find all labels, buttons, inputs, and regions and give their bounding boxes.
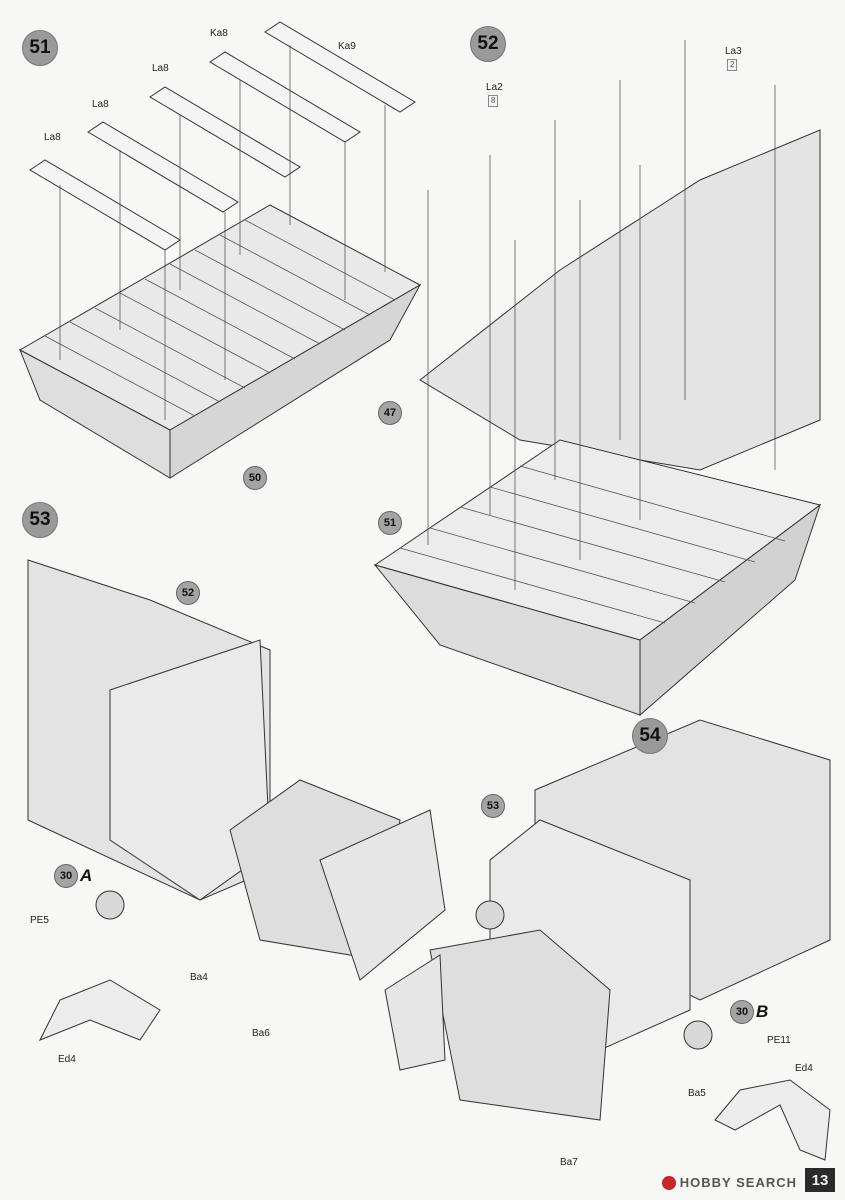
watermark-text: HOBBY SEARCH: [679, 1175, 797, 1190]
variant-a-label: A: [80, 866, 93, 885]
part-label-ed4-b: Ed4: [795, 1063, 813, 1074]
part-label-ed4-a: Ed4: [58, 1054, 76, 1065]
crossmember-la8-2: [87, 121, 239, 213]
headlight-53: [95, 890, 125, 920]
engine-hood-54: [429, 929, 611, 1121]
quantity-badge-la3: 2: [727, 59, 738, 71]
headlight-54: [475, 900, 505, 930]
cab-panel-53: [109, 639, 271, 901]
part-label-la2: La2: [486, 82, 503, 93]
callout-50: 50: [243, 466, 267, 490]
part-label-ba7: Ba7: [560, 1157, 578, 1168]
part-label-pe5: PE5: [30, 915, 49, 926]
step-number-51: 51: [22, 30, 58, 66]
callout-52: 52: [176, 581, 200, 605]
part-label-ba6: Ba6: [252, 1028, 270, 1039]
watermark: HOBBY SEARCH: [661, 1175, 797, 1190]
callout-51: 51: [378, 511, 402, 535]
step-number-53: 53: [22, 502, 58, 538]
part-label-ba4: Ba4: [190, 972, 208, 983]
page-number: 13: [805, 1168, 835, 1192]
variant-b-label: B: [756, 1002, 769, 1021]
callout-53: 53: [481, 794, 505, 818]
step-number-52: 52: [470, 26, 506, 62]
callout-47: 47: [378, 401, 402, 425]
part-label-la3: La3: [725, 46, 742, 57]
mudguard-53: [38, 979, 161, 1041]
bed-side-51: [169, 283, 422, 479]
callout-30-a: 30: [54, 864, 78, 888]
quantity-badge-la2: 8: [488, 95, 499, 107]
part-label-ba5: Ba5: [688, 1088, 706, 1099]
part-label-ka9: Ka9: [338, 41, 356, 52]
fender-panel-53: [319, 809, 446, 981]
part-label-la8-1: La8: [44, 132, 61, 143]
part-label-ka8: Ka8: [210, 28, 228, 39]
watermark-logo-icon: [661, 1175, 676, 1190]
bed-side-52: [639, 503, 821, 717]
crossmember-ka9: [264, 21, 416, 113]
step-number-54: 54: [632, 718, 668, 754]
part-label-la8-3: La8: [152, 63, 169, 74]
callout-30-b: 30: [730, 1000, 754, 1024]
headlight-b-54: [683, 1020, 713, 1050]
crossmember-ka8: [209, 51, 361, 143]
mudguard-54: [714, 1079, 831, 1161]
part-label-pe11: PE11: [767, 1035, 791, 1046]
fender-panel-54: [384, 954, 446, 1071]
part-label-la8-2: La8: [92, 99, 109, 110]
